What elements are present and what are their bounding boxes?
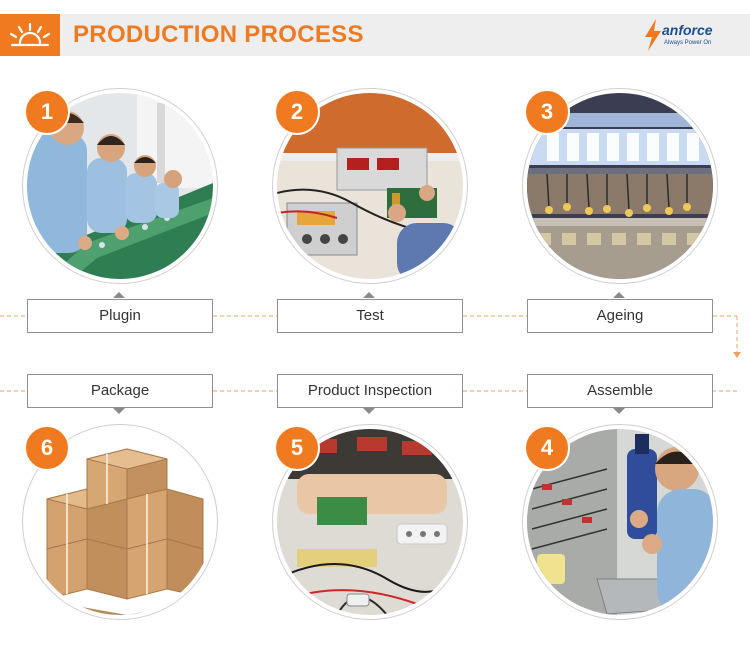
step-label-ageing: Ageing	[527, 299, 713, 333]
label-pointer-icon	[113, 292, 125, 298]
step-photo-frame	[22, 88, 218, 284]
label-pointer-icon	[363, 292, 375, 298]
step-assemble: 4	[522, 424, 718, 620]
brand-tagline: Always Power On	[664, 40, 712, 46]
label-pointer-icon	[613, 292, 625, 298]
step-label-package: Package	[27, 374, 213, 408]
step-number-badge: 5	[274, 425, 320, 471]
header-icon-box	[0, 14, 60, 56]
step-ageing: 3	[522, 88, 718, 284]
step-number-badge: 2	[274, 89, 320, 135]
step-test: 2	[272, 88, 468, 284]
step-label-product-inspection: Product Inspection	[277, 374, 463, 408]
sunrise-icon	[9, 22, 51, 47]
step-photo-frame	[522, 424, 718, 620]
step-product-inspection: 5	[272, 424, 468, 620]
step-number-badge: 1	[24, 89, 70, 135]
step-label-test: Test	[277, 299, 463, 333]
step-number-badge: 6	[24, 425, 70, 471]
brand-logo: anforce Always Power On	[640, 18, 740, 52]
lightning-bolt-icon	[645, 19, 661, 51]
flow-arrow-icon	[733, 352, 741, 358]
step-number-badge: 3	[524, 89, 570, 135]
label-pointer-icon	[113, 408, 125, 414]
label-pointer-icon	[363, 408, 375, 414]
brand-name: anforce	[662, 22, 713, 38]
step-number-badge: 4	[524, 425, 570, 471]
label-pointer-icon	[613, 408, 625, 414]
page-title: PRODUCTION PROCESS	[73, 21, 364, 48]
step-label-assemble: Assemble	[527, 374, 713, 408]
step-label-plugin: Plugin	[27, 299, 213, 333]
assembly-worker-photo	[527, 429, 713, 615]
header-bar: PRODUCTION PROCESS anforce Always Power …	[0, 14, 750, 56]
step-plugin: 1	[22, 88, 218, 284]
assembly-line-photo	[27, 93, 213, 279]
step-package: 6	[22, 424, 218, 620]
